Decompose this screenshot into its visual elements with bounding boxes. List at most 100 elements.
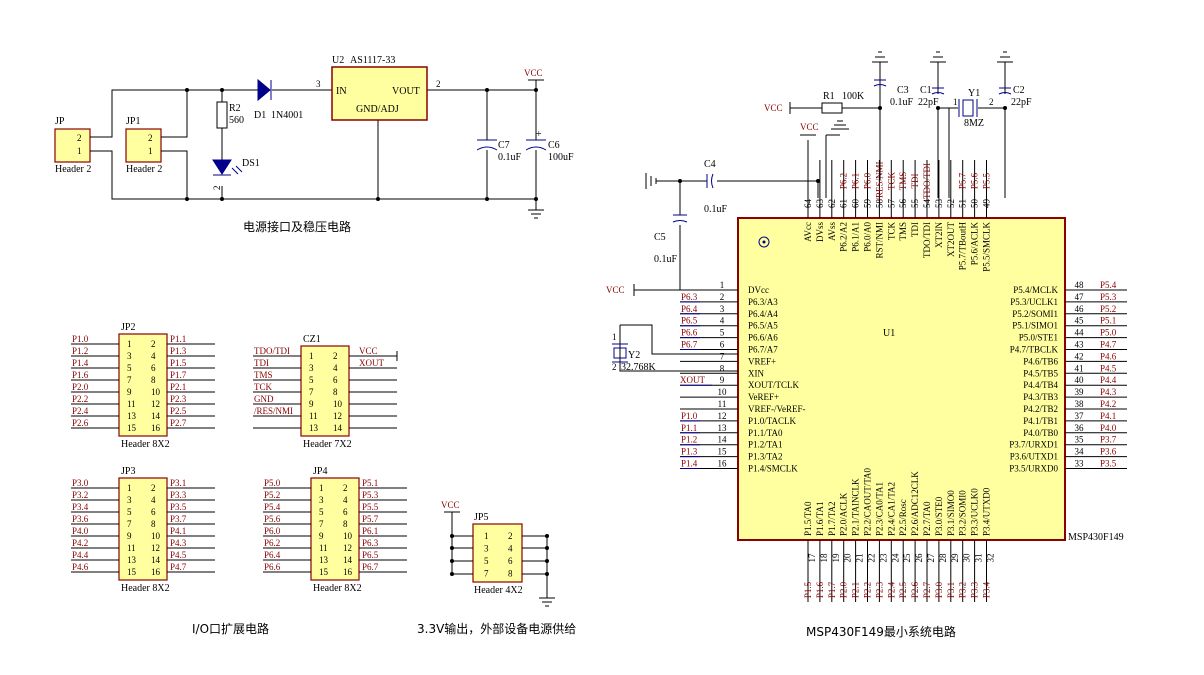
header-pin-number: 8	[343, 519, 348, 529]
jp5-ref: JP5	[474, 512, 488, 523]
c6-ref: C6	[548, 140, 560, 151]
net-label: P6.4	[681, 304, 698, 314]
header-pin-number: 16	[151, 423, 161, 433]
pin-name: P2.5/Rosc	[898, 499, 908, 536]
pin-name: P5.2/SOMI1	[1012, 309, 1058, 319]
header-pin-number: 15	[127, 423, 137, 433]
pin-name: AVcc	[803, 222, 813, 242]
y1-pin: 1	[953, 97, 958, 107]
pin-number: 44	[1075, 328, 1085, 338]
header-pin-number: 2	[333, 351, 338, 361]
header-net-left: P3.6	[72, 514, 89, 524]
jp5-header	[472, 523, 523, 583]
header-pin-number: 8	[151, 375, 156, 385]
pin-name: P4.1/TB1	[1023, 416, 1058, 426]
net-label: P2.4	[886, 581, 896, 598]
pin-name: VREF-/VeREF-	[748, 404, 806, 414]
pin-name: P3.1/SIMO0	[946, 490, 956, 536]
pin-name: P6.5/A5	[748, 321, 778, 331]
c5-ref: C5	[654, 232, 666, 243]
pin-number: 20	[843, 553, 853, 563]
pin-name: P1.0/TACLK	[748, 416, 797, 426]
pin-name: P1.7/TA2	[827, 501, 837, 536]
header-pin-number: 9	[319, 531, 324, 541]
pin-number: 63	[815, 199, 825, 209]
pin-name: P3.6/UTXD1	[1010, 452, 1058, 462]
jp3-ref: JP3	[121, 466, 135, 477]
header-pin-number: 12	[151, 543, 160, 553]
net-label: P3.3	[970, 581, 980, 598]
net-label: P3.4	[982, 581, 992, 598]
header-pin-number: 1	[127, 339, 132, 349]
pin-number: 59	[863, 199, 873, 209]
pin-number: 55	[910, 199, 920, 209]
caption-mcu: MSP430F149最小系统电路	[806, 624, 956, 639]
header-pin-number: 5	[309, 375, 314, 385]
header-pin-number: 9	[127, 531, 132, 541]
pin-name: DVss	[815, 222, 825, 243]
pin-number: 32	[986, 554, 996, 563]
pin-number: 33	[1075, 459, 1085, 469]
header-pin-number: 3	[319, 495, 324, 505]
header-net-left: P5.2	[264, 490, 280, 500]
u2-pin3: 3	[316, 79, 321, 89]
u2-in: IN	[336, 86, 347, 97]
pin-number: 38	[1075, 399, 1085, 409]
net-label: P4.6	[1100, 351, 1117, 361]
power-vcc-label: VCC	[524, 68, 543, 78]
header-pin-number: 1	[484, 531, 489, 541]
pin-number: 34	[1075, 447, 1085, 457]
header-net-right: P4.7	[170, 562, 187, 572]
jp1-header	[125, 128, 162, 163]
c1-ref: C1	[920, 85, 932, 96]
jp3-name: Header 8X2	[121, 583, 170, 594]
r1-vcc-label: VCC	[764, 103, 783, 113]
pin-number: 21	[855, 554, 865, 563]
header-net-right: P1.7	[170, 370, 187, 380]
cz1-header	[300, 345, 350, 437]
pin-number: 13	[718, 423, 728, 433]
pin-number: 12	[718, 411, 727, 421]
pin-name: P4.6/TB6	[1023, 356, 1058, 366]
pin-name: AVss	[827, 222, 837, 241]
r1-value: 100K	[842, 91, 865, 102]
cz1-ref: CZ1	[303, 334, 321, 345]
header-pin-number: 1	[309, 351, 314, 361]
jp-ref: JP	[55, 116, 65, 127]
jp1-name: Header 2	[126, 164, 162, 175]
net-label: P2.5	[898, 581, 908, 598]
c1-capacitor	[931, 87, 945, 95]
header-net-right: P1.1	[170, 334, 186, 344]
net-label: P1.6	[815, 581, 825, 598]
net-label: P1.2	[681, 435, 697, 445]
header-pin-number: 4	[151, 495, 156, 505]
header-net-right: P5.5	[362, 502, 379, 512]
pin-number: 29	[950, 553, 960, 563]
d1-value: 1N4001	[271, 110, 303, 121]
pin-name: P3.0/STE0	[934, 496, 944, 536]
header-net-right: P3.1	[170, 478, 186, 488]
header-net-left: P6.0	[264, 526, 281, 536]
header-net-right: XOUT	[359, 358, 384, 368]
header-net-right: P6.7	[362, 562, 379, 572]
header-pin-number: 4	[508, 544, 513, 554]
header-pin-number: 1	[319, 483, 324, 493]
header-pin-number: 9	[127, 387, 132, 397]
header-pin-number: 2	[343, 483, 348, 493]
header-pin-number: 1	[127, 483, 132, 493]
header-pin-number: 5	[484, 556, 489, 566]
net-label: P5.3	[1100, 292, 1117, 302]
pin-name: RST/NMI	[874, 222, 884, 259]
c6-plus: +	[536, 129, 542, 140]
pin-number: 52	[946, 199, 956, 208]
net-label: XOUT	[680, 375, 705, 385]
net-label: P5.7	[958, 172, 968, 189]
pin-name: P3.7/URXD1	[1009, 440, 1058, 450]
pin-name: TDI	[910, 222, 920, 237]
jp2-name: Header 8X2	[121, 439, 170, 450]
pin-name: P5.5/SMCLK	[982, 222, 992, 272]
net-label: P2.7	[922, 581, 932, 598]
pin-name: XIN	[748, 368, 764, 378]
jp-pin: 1	[77, 146, 82, 156]
